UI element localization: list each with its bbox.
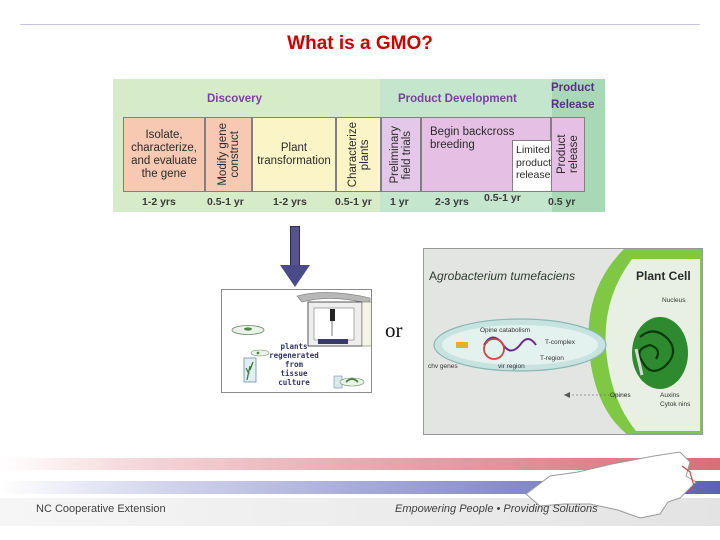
footer-red-band (0, 458, 720, 470)
label-cytokinins: Cytok nins (660, 401, 691, 408)
down-arrow-shaft (290, 226, 300, 266)
label-auxins: Auxins (660, 392, 680, 399)
slide-title: What is a GMO? (287, 33, 433, 54)
duration-label: 1-2 yrs (273, 196, 307, 208)
label-t-complex: T-complex (545, 339, 575, 346)
plant-cell-title: Plant Cell (636, 269, 691, 283)
duration-label: 0.5 yr (548, 196, 576, 208)
label-nucleus: Nucleus (662, 297, 686, 304)
duration-label: 1 yr (390, 196, 409, 208)
duration-label: 1-2 yrs (142, 196, 176, 208)
label-t-region: T-region (540, 355, 564, 362)
down-arrow-icon (280, 265, 310, 287)
zone-header-product-development: Product Development (398, 93, 517, 105)
duration-label: 2-3 yrs (435, 196, 469, 208)
zone-header-discovery: Discovery (207, 93, 262, 105)
footer-organization: NC Cooperative Extension (36, 503, 166, 515)
north-carolina-map-icon (525, 451, 697, 519)
phase-product-release: Product release (551, 117, 585, 192)
label-vir-region: vir region (498, 363, 525, 370)
phase-isolate-gene: Isolate, characterize, and evaluate the … (123, 117, 205, 192)
label-opine-catabolism: Opine catabolism (480, 327, 531, 334)
product-timeline-diagram: Discovery Product Development Product Re… (113, 79, 605, 212)
phase-characterize-plants: Characterize plants (336, 117, 381, 192)
agrobacterium-illustration (424, 249, 702, 434)
tissue-culture-image: plants regenerated from tissue culture (221, 289, 372, 393)
duration-label: 0.5-1 yr (484, 192, 521, 204)
label-chv-genes: chv genes (428, 363, 458, 370)
footer-tagline: Empowering People • Providing Solutions (395, 503, 598, 515)
agrobacterium-title: Agrobacterium tumefaciens (429, 269, 576, 283)
phase-plant-transformation: Plant transformation (252, 117, 336, 192)
or-connector: or (385, 318, 403, 342)
phase-row: Isolate, characterize, and evaluate the … (121, 117, 601, 273)
duration-label: 0.5-1 yr (335, 196, 372, 208)
zone-header-product-release: Product Release (551, 82, 595, 111)
duration-label: 0.5-1 yr (207, 196, 244, 208)
limited-product-release-box: Limited product release (512, 140, 558, 192)
label-opines: Opines (610, 392, 631, 399)
top-divider (20, 24, 700, 25)
phase-backcross-breeding: Begin backcross breeding Limited product… (421, 117, 558, 192)
agrobacterium-image: Agrobacterium tumefaciens Plant Cell Nuc… (423, 248, 703, 435)
tissue-culture-caption: plants regenerated from tissue culture (269, 342, 319, 387)
phase-modify-gene-construct: Modify gene construct (205, 117, 252, 192)
tissue-culture-illustration (231, 292, 371, 389)
phase-preliminary-field-trials: Preliminary field trials (381, 117, 421, 192)
